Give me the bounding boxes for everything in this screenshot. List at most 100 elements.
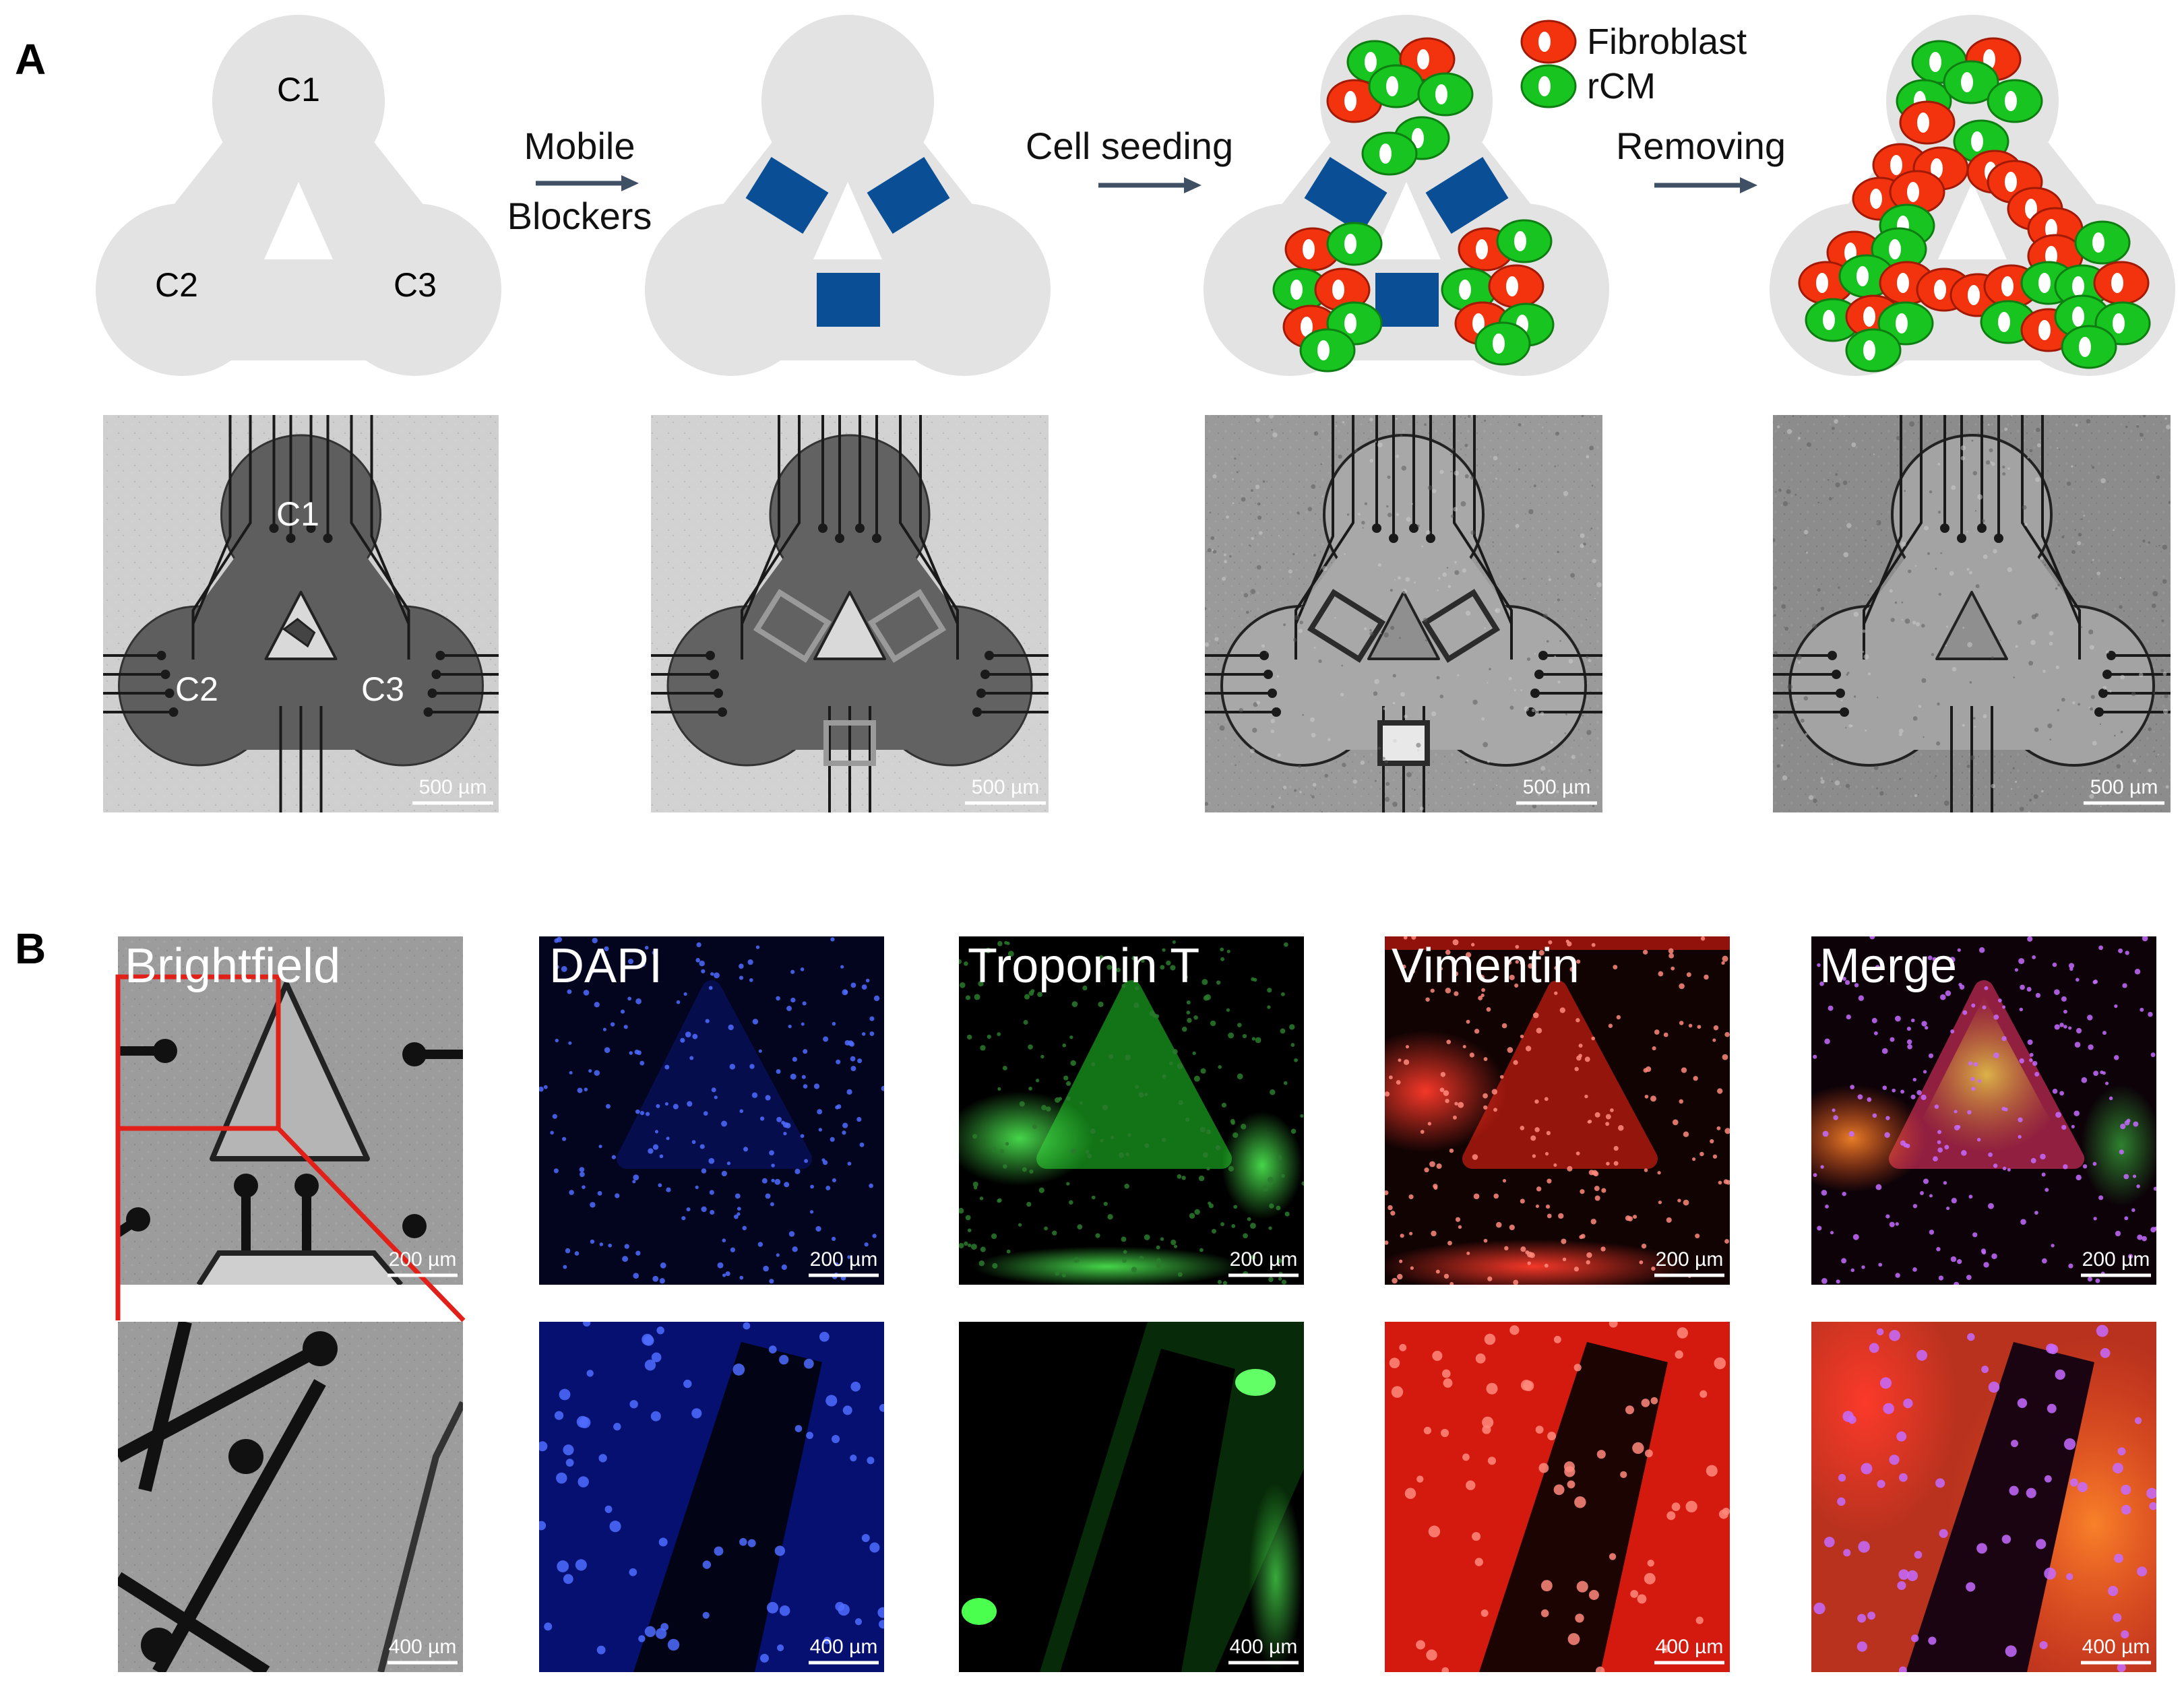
cell-nucleus — [1931, 158, 1943, 179]
scale-bar-vimentin-overview: 200 µm — [1654, 1248, 1724, 1277]
tile-merge-zoom — [1811, 1322, 2156, 1672]
tile-troponin-t-zoom — [959, 1322, 1304, 1672]
scale-bar-brightfield-overview: 200 µm — [387, 1248, 458, 1277]
svg-text:200 µm: 200 µm — [2082, 1248, 2150, 1271]
cell-nucleus — [1917, 113, 1929, 133]
scale-bar-troponin-t-overview: 200 µm — [1228, 1248, 1299, 1277]
cell-nucleus — [1934, 280, 1946, 300]
electrode-traces — [103, 415, 499, 812]
scale-bar-micrograph-4: 500 µm — [2084, 776, 2164, 805]
step-arrow-1: Mobile Blockers — [507, 125, 652, 237]
step-label-removing: Removing — [1616, 125, 1786, 167]
cell-nucleus — [2005, 91, 2017, 111]
channel-title-brightfield: Brightfield — [125, 939, 340, 993]
chamber-label-c2: C2 — [155, 266, 198, 304]
tile-dapi-zoom — [539, 1322, 884, 1672]
fluorescence-grid — [118, 936, 2156, 1672]
cell-nucleus — [1823, 310, 1835, 330]
cell-nucleus — [1412, 128, 1424, 148]
cell-nucleus — [1290, 280, 1303, 300]
cell-nucleus — [1889, 239, 1901, 259]
svg-text:500 µm: 500 µm — [1523, 776, 1591, 798]
cell-nucleus — [1863, 307, 1875, 327]
micrograph-empty-chip — [103, 415, 499, 812]
tile-troponin-t-overview — [959, 936, 1304, 1285]
cell-nucleus — [2025, 199, 2037, 219]
legend-label-fibroblast: Fibroblast — [1587, 22, 1747, 62]
channel-title-vimentin: Vimentin — [1392, 939, 1580, 993]
cell-nucleus — [1332, 280, 1344, 300]
cell-nucleus — [2113, 313, 2125, 333]
cell-nucleus — [1929, 52, 1941, 72]
cell-nucleus — [1493, 333, 1505, 354]
schematic-cell-seeding — [1204, 15, 1609, 376]
cell-nucleus — [1538, 32, 1551, 52]
micro-label-c1: C1 — [276, 495, 319, 533]
cell-nucleus — [1301, 317, 1313, 337]
cell-nucleus — [1386, 76, 1398, 96]
cell-nucleus — [1365, 52, 1377, 72]
cell-nucleus — [2001, 276, 2014, 296]
cell-nucleus — [1506, 276, 1518, 296]
cell-nucleus — [1538, 76, 1551, 96]
blockers — [753, 589, 947, 766]
legend-fibroblast-cell — [1520, 20, 1577, 64]
cell-nucleus — [1459, 280, 1471, 300]
tile-merge-overview — [1811, 936, 2156, 1285]
tile-brightfield-overview — [118, 936, 463, 1285]
electrode-traces — [1773, 415, 2171, 812]
svg-text:400 µm: 400 µm — [810, 1636, 878, 1658]
cell-nucleus — [1379, 143, 1392, 164]
scale-bar-merge-zoom: 400 µm — [2081, 1636, 2151, 1665]
micrograph-blockers-inserted — [651, 415, 1049, 812]
cell-nucleus — [1907, 182, 1919, 202]
legend: Fibroblast rCM — [1520, 20, 1747, 108]
cocultured-cells — [1798, 37, 2151, 373]
schematic-empty-chip: C1 C2 C3 — [96, 15, 501, 376]
svg-text:500 µm: 500 µm — [2090, 776, 2158, 798]
chamber-label-c3: C3 — [394, 266, 437, 304]
cell-nucleus — [1344, 234, 1356, 254]
cell-nucleus — [1435, 84, 1447, 104]
cell-nucleus — [2038, 320, 2051, 340]
tile-brightfield-zoom — [118, 1322, 463, 1672]
nuclei-dots — [539, 1322, 884, 1663]
center-island — [813, 591, 886, 660]
cell-texture — [1205, 415, 1602, 812]
center-island — [1935, 591, 2008, 660]
cell-nucleus — [2072, 307, 2084, 327]
scale-bar-dapi-zoom: 400 µm — [809, 1636, 879, 1665]
cell-nucleus — [1816, 273, 1828, 293]
tile-vimentin-overview — [1385, 936, 1730, 1285]
legend-rcm-cell — [1520, 64, 1577, 108]
cell-nucleus — [1514, 231, 1526, 251]
scale-bar-micrograph-3: 500 µm — [1516, 776, 1597, 805]
schematic-blockers-inserted — [645, 15, 1051, 376]
cell-nucleus — [1896, 313, 1908, 333]
channel-title-troponin-t: Troponin T — [968, 939, 1199, 993]
nuclei-dots — [539, 936, 884, 1284]
step-label-blockers: Blockers — [507, 195, 652, 237]
svg-text:400 µm: 400 µm — [389, 1636, 457, 1658]
cell-nucleus — [1890, 155, 1902, 175]
cell-nucleus — [2092, 232, 2104, 253]
cell-nucleus — [2111, 273, 2123, 293]
step-label-mobile: Mobile — [524, 125, 635, 167]
blockers — [1307, 589, 1501, 766]
zoom-indicator — [115, 974, 466, 1322]
nuclei-dots — [1813, 936, 2156, 1285]
tile-vimentin-zoom — [1385, 1322, 1730, 1672]
cell-nucleus — [2045, 219, 2057, 239]
micro-label-c2: C2 — [175, 670, 218, 708]
mobile-blockers — [1304, 156, 1509, 327]
svg-text:400 µm: 400 µm — [2082, 1636, 2150, 1658]
channel-title-dapi: DAPI — [549, 939, 662, 993]
step-arrow-2: Cell seeding — [1026, 125, 1233, 193]
cell-nucleus — [1303, 239, 1315, 259]
cell-nucleus — [1971, 131, 1983, 152]
scale-bar-vimentin-zoom: 400 µm — [1654, 1636, 1724, 1665]
mobile-blockers — [745, 156, 950, 327]
cell-nucleus — [2038, 273, 2051, 293]
